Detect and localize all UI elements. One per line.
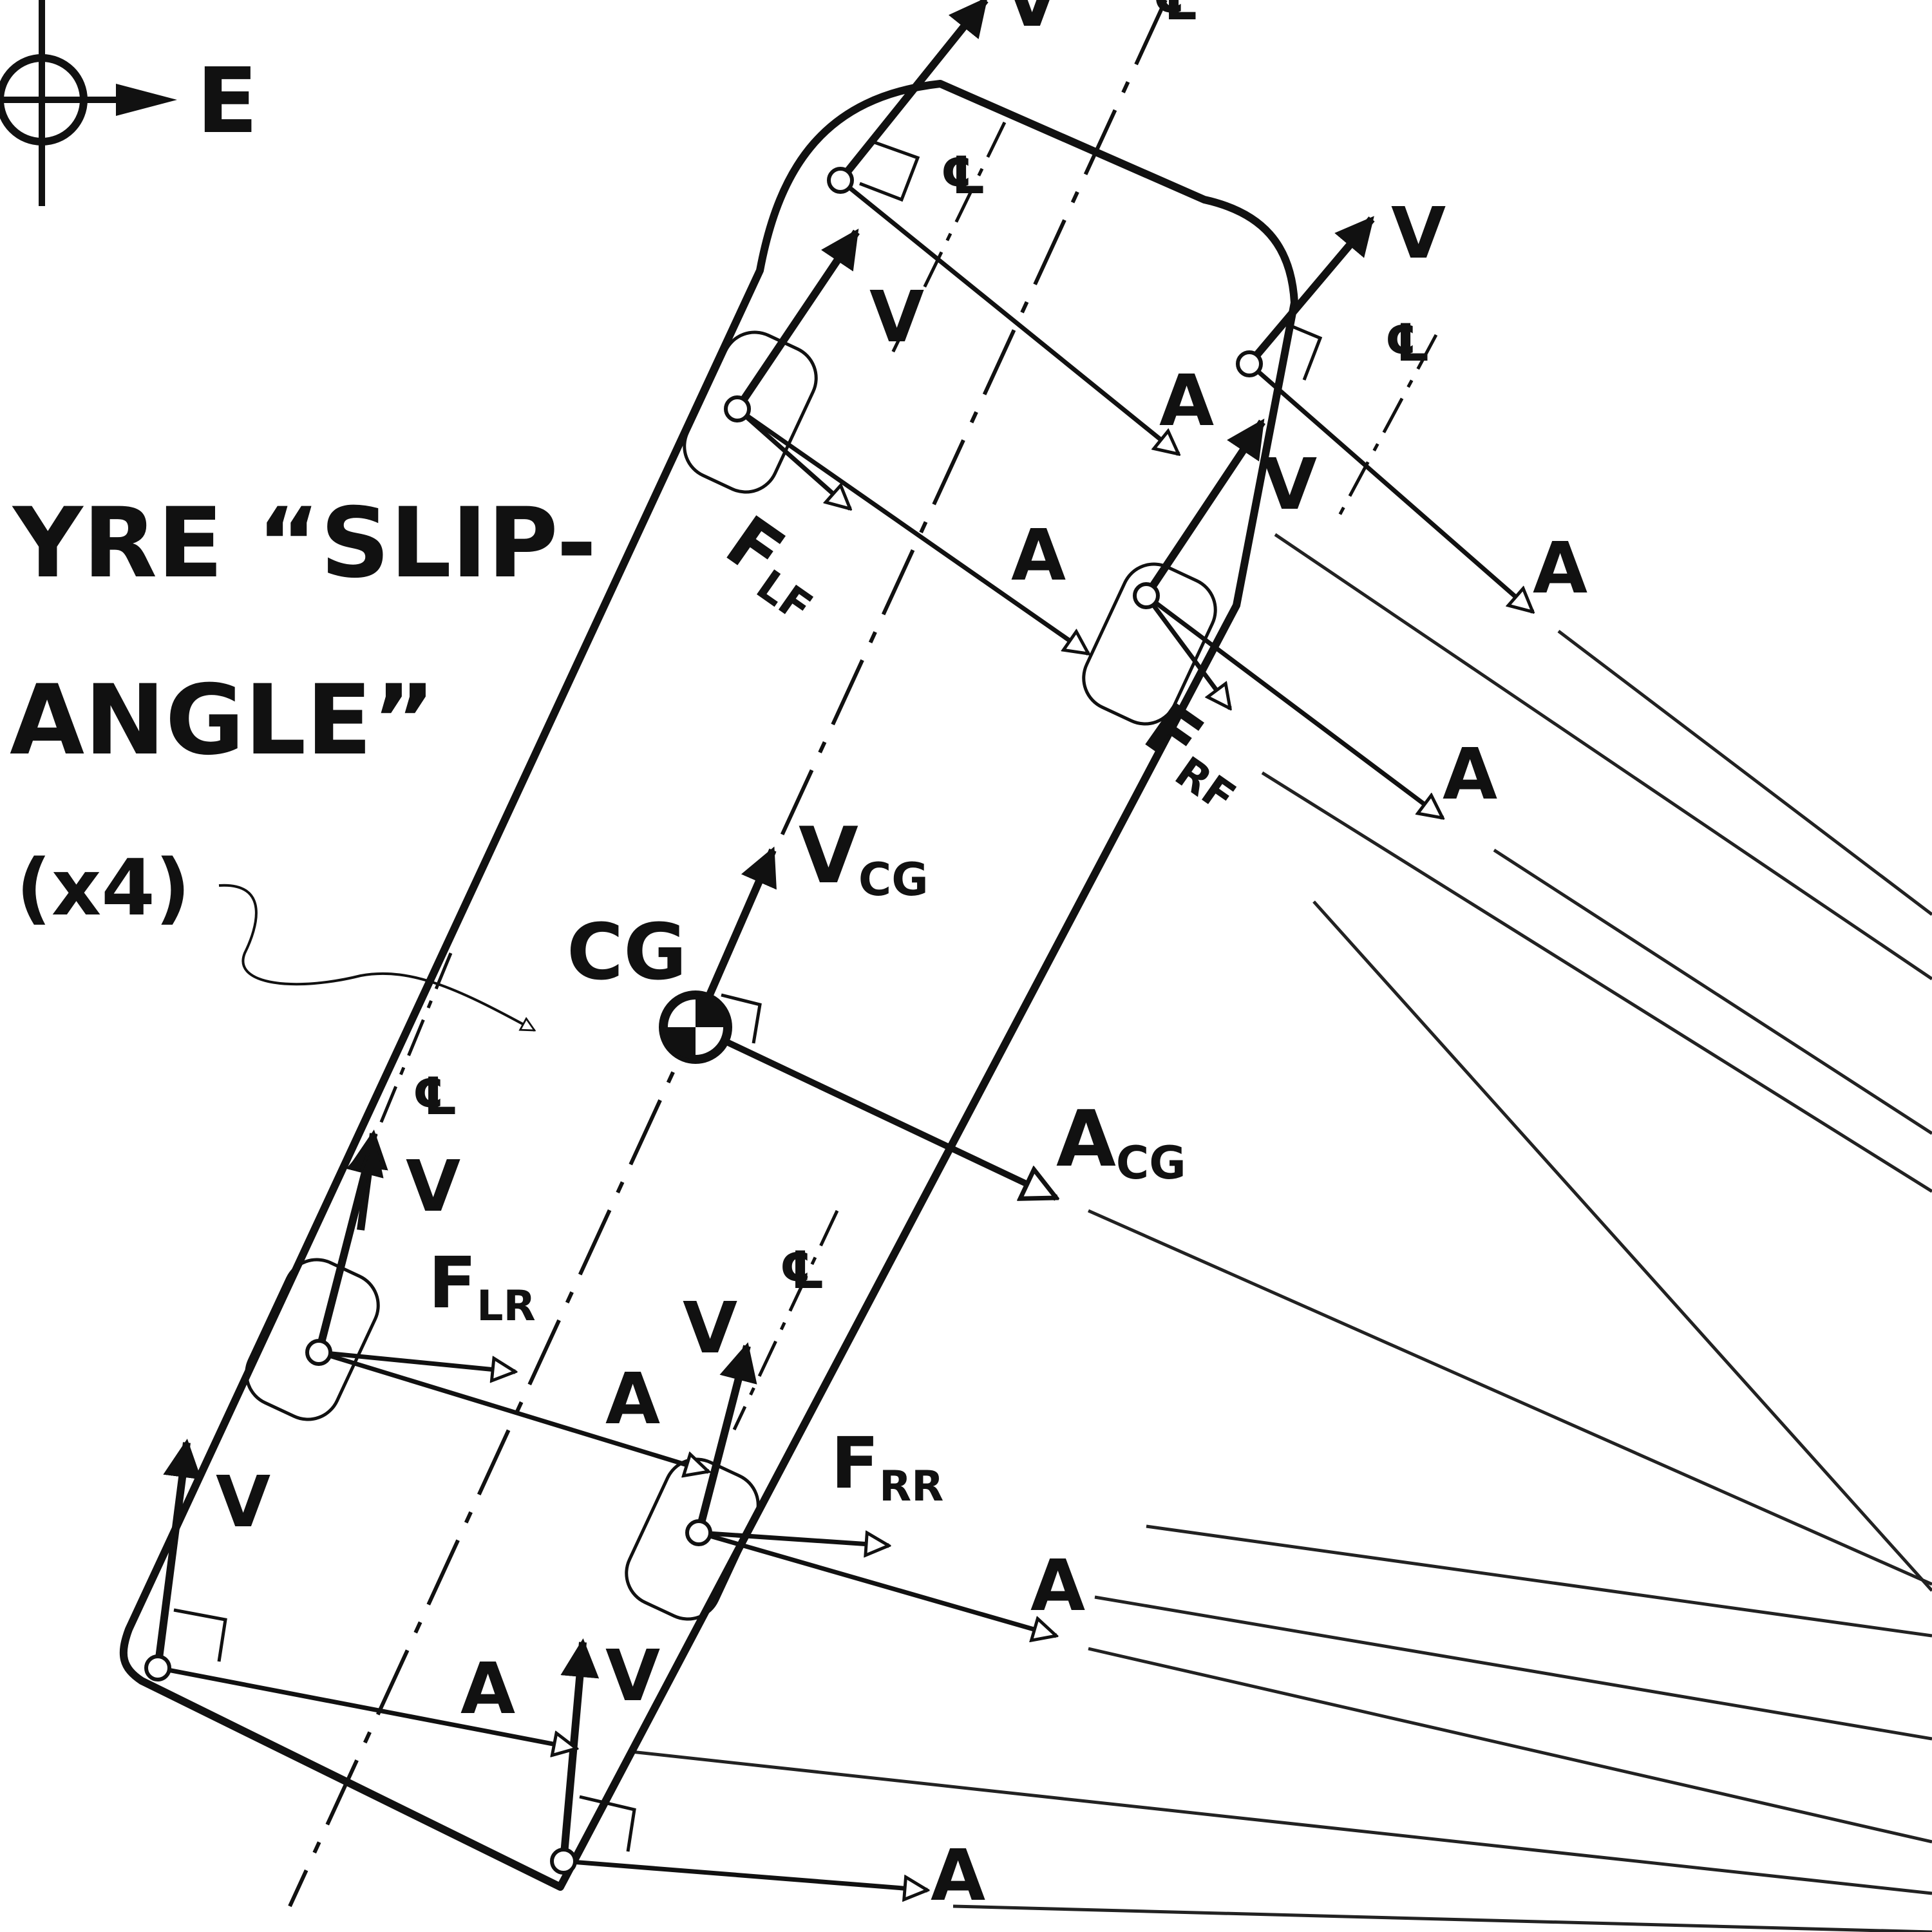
a-vector-cg: [694, 1024, 1056, 1198]
wheel-right-front: [1082, 562, 1217, 726]
label-f-rr: FRR: [831, 1422, 943, 1511]
v-vector-right-front: [1143, 419, 1265, 598]
vehicle-centerline: [288, 0, 1168, 1908]
v-vector-right-front-corner: [1246, 216, 1375, 366]
label-centerline-top: ℄: [1153, 0, 1199, 32]
label-v-right-rear: V: [683, 1287, 737, 1369]
label-a-right-front: A: [1443, 733, 1497, 815]
f-vector-right-front: [1144, 594, 1230, 708]
label-a-front-corner: A: [1159, 359, 1214, 442]
a-vector-left-front: [735, 407, 1088, 654]
compass: E: [0, 0, 258, 206]
a-vector-right-front: [1144, 594, 1443, 818]
velocity-vectors: [154, 0, 1375, 1862]
label-a-rear-right-corner: A: [931, 1834, 985, 1917]
a-vector-right-front-corner: [1247, 362, 1533, 612]
label-v-right-front-corner: V: [1391, 192, 1446, 274]
a-vector-right-rear: [698, 1530, 1056, 1636]
f-vector-left-front: [735, 407, 850, 509]
v-vector-left-front: [734, 229, 860, 412]
label-f-rf: FRF: [1126, 687, 1267, 822]
wheel-centerlines: [359, 121, 1438, 1431]
cg-symbol: [659, 990, 732, 1064]
vehicle-body-outline: [119, 80, 1298, 1891]
tyre-force-vectors: [318, 407, 1230, 1546]
vector-labels: V V V V V V V V A A A A A A A A ℄ ℄ ℄ ℄ …: [216, 0, 1587, 1917]
label-v-left-front: V: [869, 276, 924, 358]
v-vector-rear-left-corner: [154, 1439, 202, 1669]
label-f-lr: FLR: [428, 1242, 536, 1331]
f-vector-left-rear: [318, 1350, 515, 1372]
label-v-right-front: V: [1262, 443, 1317, 526]
label-f-lf: FLF: [708, 500, 844, 632]
caption-line-2: ANGLE”: [10, 665, 435, 777]
radial-lines: [630, 533, 1932, 1932]
label-centerline-right-front: ℄: [1385, 313, 1431, 373]
compass-east-label: E: [196, 49, 258, 154]
a-vector-rear-left-corner: [157, 1665, 576, 1748]
label-centerline-left-side: ℄: [412, 1066, 459, 1126]
v-vector-rear-right-corner: [560, 1638, 600, 1862]
acceleration-vectors: [157, 178, 1533, 1890]
f-vector-right-rear: [698, 1533, 889, 1546]
label-centerline-right-rear: ℄: [779, 1240, 826, 1300]
v-vector-right-rear: [695, 1342, 757, 1534]
pivot-points: [144, 167, 1263, 1875]
label-a-left-front: A: [1011, 514, 1066, 596]
caption: YRE “SLIP- ANGLE” (x4): [10, 488, 596, 1032]
label-a-right-front-corner: A: [1533, 527, 1587, 609]
east-arrow-icon: [116, 84, 177, 116]
label-a-rear-left-corner: A: [460, 1647, 515, 1730]
a-vector-front-corner: [838, 178, 1179, 454]
label-a-cg: ACG: [1056, 1095, 1186, 1189]
wheel-right-rear: [625, 1457, 760, 1621]
wheel-left-rear: [245, 1258, 380, 1421]
a-vector-left-rear: [317, 1350, 708, 1472]
right-angle-marks: [173, 140, 1323, 1852]
caption-line-3: (x4): [16, 844, 191, 933]
caption-leader-arrow: [218, 884, 535, 1032]
label-v-rear-left-corner: V: [216, 1461, 270, 1543]
label-v-left-side: V: [406, 1145, 460, 1227]
label-a-left-rear: A: [605, 1358, 660, 1440]
v-vector-front-corner: [837, 0, 989, 183]
v-vector-left-rear: [315, 1136, 384, 1354]
label-v-front-corner: V: [1005, 0, 1059, 43]
label-v-cg: VCG: [799, 811, 929, 906]
label-v-rear-right-corner: V: [605, 1634, 660, 1717]
caption-line-1: YRE “SLIP-: [12, 488, 596, 600]
label-cg: CG: [567, 908, 687, 998]
label-a-right-rear: A: [1030, 1544, 1085, 1627]
label-centerline-front: ℄: [940, 146, 987, 205]
a-vector-rear-right-corner: [563, 1859, 927, 1890]
